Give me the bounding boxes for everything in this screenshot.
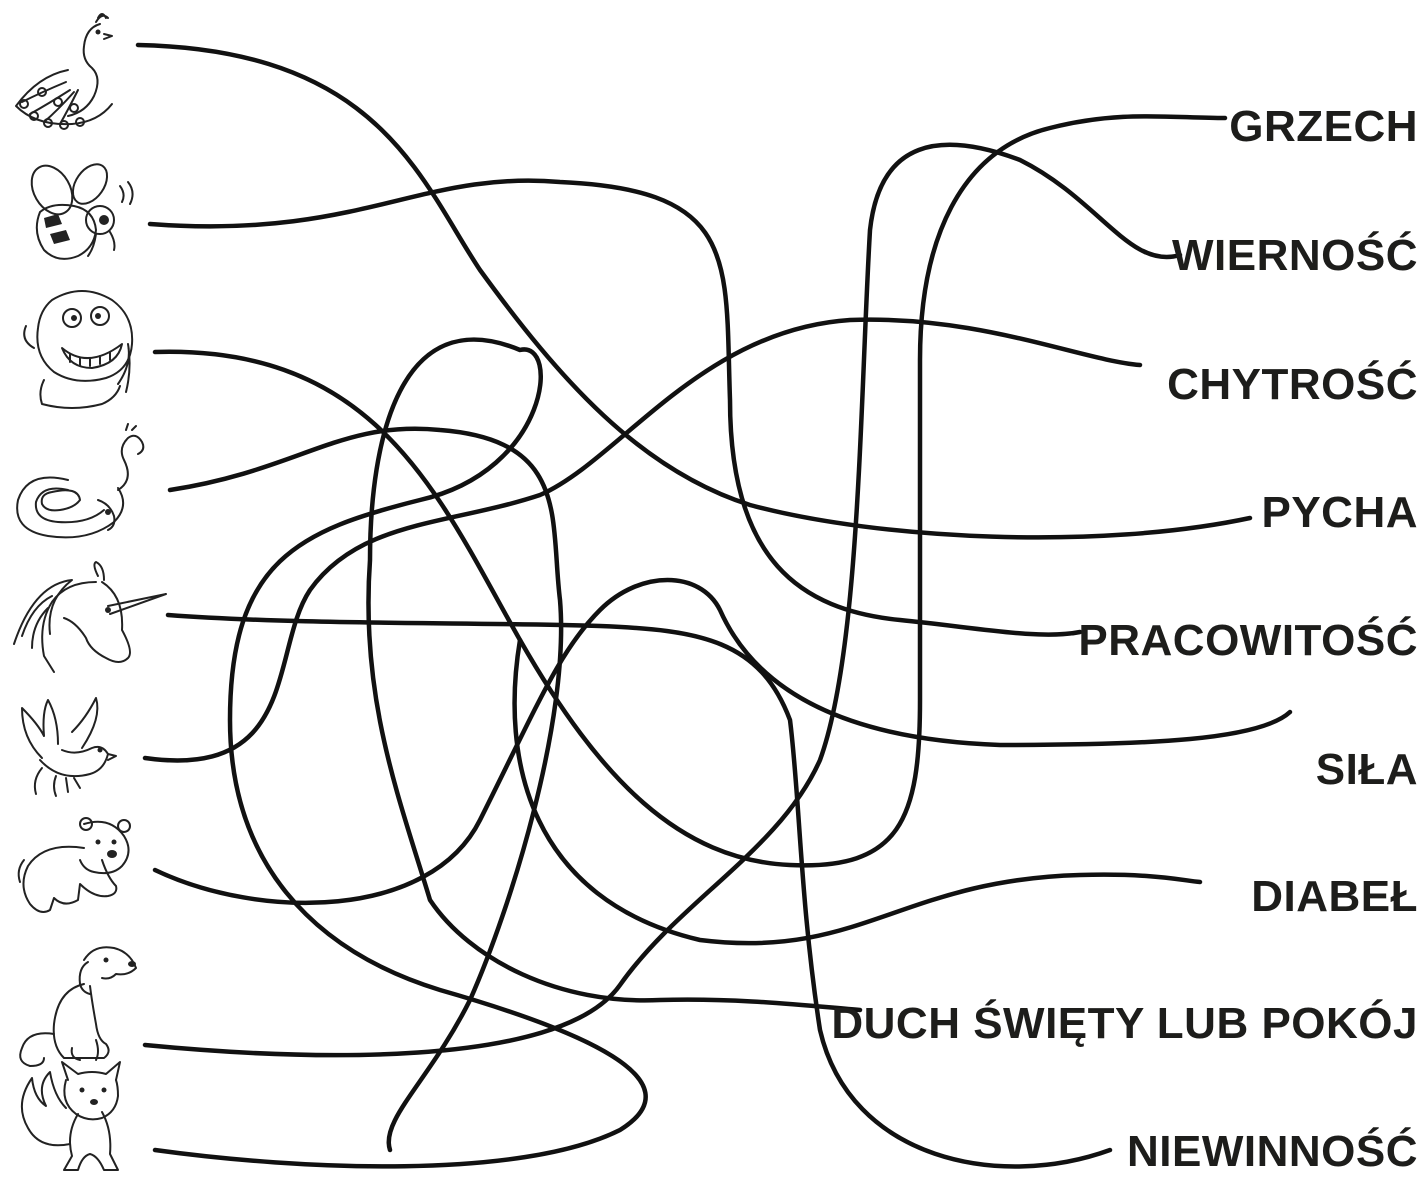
dog-icon[interactable] (20, 947, 136, 1066)
word-chytrosc[interactable]: CHYTROŚĆ (1167, 360, 1418, 410)
maze-line-monkey (155, 116, 1225, 865)
wasp-icon[interactable] (23, 158, 132, 259)
word-grzech[interactable]: GRZECH (1229, 102, 1418, 152)
monkey-icon[interactable] (24, 291, 132, 408)
snake-icon[interactable] (17, 424, 143, 537)
maze-line-dove (145, 320, 1140, 761)
unicorn-icon[interactable] (14, 562, 166, 672)
fox-icon[interactable] (22, 1062, 120, 1170)
peacock-icon[interactable] (16, 14, 112, 129)
word-sila[interactable]: SIŁA (1316, 745, 1418, 795)
word-wiernosc[interactable]: WIERNOŚĆ (1172, 231, 1418, 281)
maze-line-dog (145, 145, 1180, 1055)
maze-line-wasp (150, 181, 1080, 635)
word-pracowitosc[interactable]: PRACOWITOŚĆ (1078, 616, 1418, 666)
bear-icon[interactable] (19, 818, 130, 912)
dove-icon[interactable] (22, 698, 116, 796)
word-duch-swiety[interactable]: DUCH ŚWIĘTY LUB POKÓJ (831, 999, 1418, 1049)
word-diabel[interactable]: DIABEŁ (1251, 872, 1418, 922)
word-niewinnosc[interactable]: NIEWINNOŚĆ (1127, 1127, 1418, 1177)
word-pycha[interactable]: PYCHA (1261, 488, 1418, 538)
maze-line-extra-loop (515, 640, 1200, 943)
